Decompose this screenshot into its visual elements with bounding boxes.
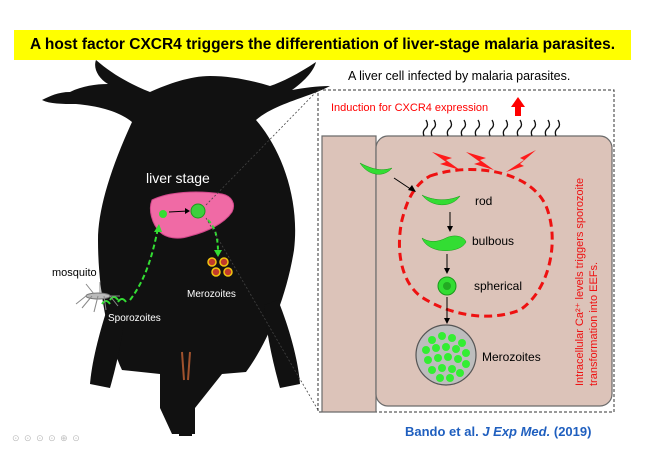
arrow-rod-bulbous-head (447, 226, 453, 232)
mouse-tail (179, 380, 192, 436)
liver-sporozoite-dot (159, 210, 167, 218)
liver-parasite-cluster (190, 203, 206, 219)
merozoite-release-path (207, 219, 219, 253)
mouse-left-leg (90, 300, 126, 388)
liver-stage-label: liver stage (146, 170, 210, 186)
merozoite-release-head (214, 250, 222, 257)
citation: Bando et al. J Exp Med. (2019) (405, 424, 591, 439)
vertical-note-line2: transformation into EEFs. (588, 262, 600, 386)
zoom-line-bottom (205, 217, 319, 411)
spherical-parasite-core (443, 282, 451, 290)
merozoites-small (207, 257, 233, 277)
title-banner: A host factor CXCR4 triggers the differe… (14, 30, 631, 60)
arrow-bulbous-spherical-head (444, 268, 450, 274)
mouse-right-leg (264, 300, 300, 388)
cxcr4-receptors (422, 119, 561, 137)
merozoites-small-label: Merozoites (187, 289, 236, 300)
rod-parasite (421, 194, 461, 206)
liver-cell-left (321, 135, 377, 413)
entry-arrow-head (408, 185, 416, 192)
entry-arrow (393, 177, 413, 191)
citation-authors: Bando et al. (405, 424, 479, 439)
zoom-line-top (205, 89, 319, 206)
merozoites-large-label: Merozoites (482, 350, 541, 364)
title: A host factor CXCR4 triggers the differe… (29, 36, 616, 53)
up-arrow-icon (511, 97, 525, 116)
sporozoites-label: Sporozoites (108, 313, 161, 324)
slide-controls[interactable]: ⊙ ⊙ ⊙ ⊙ ⊕ ⊙ (12, 433, 81, 443)
citation-year: (2019) (553, 424, 592, 439)
eef-boundary (397, 168, 554, 318)
citation-journal: J Exp Med. (482, 424, 551, 439)
merozoite-cluster (415, 324, 477, 386)
sporozoite-entering (359, 162, 393, 175)
bulbous-parasite (421, 235, 467, 251)
rod-label: rod (475, 194, 492, 208)
mosquito-label: mosquito (52, 267, 97, 279)
vertical-note-line1: Intracellular Ca²⁺ levels triggers sporo… (574, 178, 586, 386)
sporozoite-path (129, 227, 159, 301)
cell-panel-frame (317, 89, 615, 413)
spherical-label: spherical (474, 279, 522, 293)
sporozoite-path-head (154, 224, 162, 232)
mosquito-icon (75, 282, 120, 313)
lightning-icons (432, 150, 536, 172)
cell-caption: A liver cell infected by malaria parasit… (348, 69, 570, 83)
mouse-marking (181, 351, 191, 381)
induction-label: Induction for CXCR4 expression (331, 102, 488, 114)
sporozoite-marks (101, 296, 127, 305)
liver-arrow (168, 210, 189, 213)
liver-arrow-head (185, 208, 190, 214)
arrow-spherical-merozoites-head (444, 318, 450, 324)
bulbous-label: bulbous (472, 234, 514, 248)
